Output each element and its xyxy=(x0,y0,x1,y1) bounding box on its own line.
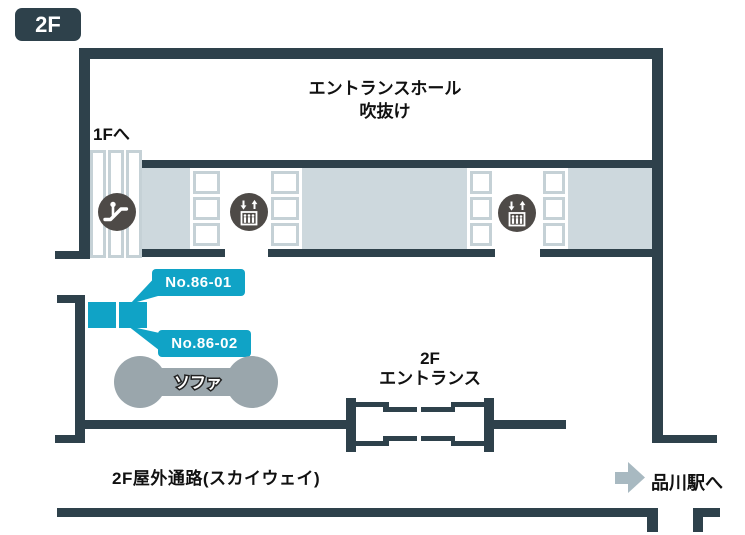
door-rail xyxy=(451,402,484,407)
skyway-label: 2F屋外通路(スカイウェイ) xyxy=(112,469,321,488)
elevator-icon xyxy=(230,193,268,231)
entrance-2f-line1: 2F xyxy=(420,349,440,368)
corridor-wall-bottom-seg xyxy=(141,249,225,257)
wall-left-upper-foot xyxy=(55,251,90,259)
marker2-tail xyxy=(128,326,164,354)
wall-right xyxy=(652,48,663,443)
wall-left-lower-foot xyxy=(55,435,83,443)
elevator-cell xyxy=(271,223,299,246)
door-post-left xyxy=(346,398,356,452)
to-shinagawa-label: 品川駅へ xyxy=(651,473,723,493)
wall-left-lower xyxy=(75,295,85,443)
elevator-cell xyxy=(543,171,565,194)
door-rail xyxy=(421,407,455,412)
wall-left-mid-stub xyxy=(57,295,85,303)
marker1-tag: No.86-01 xyxy=(152,269,245,296)
elevator-shaft xyxy=(467,168,495,249)
skyway-line-right xyxy=(693,508,720,517)
elevator-cell xyxy=(193,171,220,194)
escalator-icon xyxy=(98,193,136,231)
entrance-hall-line1: エントランスホール xyxy=(308,79,462,98)
wall-bottom-right xyxy=(494,420,566,429)
marker1-tail xyxy=(130,274,158,304)
skyway-line xyxy=(57,508,658,517)
elevator-cell xyxy=(470,171,492,194)
skyway-line-stub xyxy=(693,508,703,532)
elevator-shaft xyxy=(190,168,223,249)
marker2-tag: No.86-02 xyxy=(158,330,251,357)
arrow-right-icon xyxy=(615,462,645,493)
sofa-shape: ソファ xyxy=(114,356,278,408)
door-rail xyxy=(356,441,389,446)
door-rail xyxy=(383,407,417,412)
wall-bottom-left xyxy=(85,420,346,429)
elevator-cell xyxy=(193,223,220,246)
elevator-cell xyxy=(543,223,565,246)
elevator-cell xyxy=(470,223,492,246)
elevator-cell xyxy=(271,171,299,194)
wall-left-upper xyxy=(79,48,90,259)
door-rail xyxy=(451,441,484,446)
entrance-2f-line2: エントランス xyxy=(379,369,481,388)
entrance-2f-label: 2F エントランス xyxy=(330,349,530,389)
wall-top xyxy=(83,48,663,59)
elevator-cell xyxy=(193,197,220,220)
skyway-line-stub xyxy=(647,508,658,532)
to-1f-label: 1Fへ xyxy=(93,125,130,144)
entrance-hall-line2: 吹抜け xyxy=(359,102,411,121)
door-post-right xyxy=(484,398,494,452)
elevator-shaft xyxy=(540,168,568,249)
elevator-shaft xyxy=(268,168,302,249)
door-rail xyxy=(421,436,455,441)
corridor-wall-bottom-seg xyxy=(268,249,495,257)
door-rail xyxy=(383,436,417,441)
corridor-wall-top xyxy=(141,160,663,168)
elevator-cell xyxy=(470,197,492,220)
corridor-wall-bottom-seg xyxy=(540,249,652,257)
shop-location-square xyxy=(88,302,116,328)
shop-location-square xyxy=(119,302,147,328)
elevator-icon xyxy=(498,194,536,232)
elevator-cell xyxy=(271,197,299,220)
sofa-label: ソファ xyxy=(174,375,222,392)
elevator-cell xyxy=(543,197,565,220)
wall-right-foot xyxy=(652,435,717,443)
floor-badge: 2F xyxy=(15,8,81,41)
door-rail xyxy=(356,402,389,407)
entrance-hall-label: エントランスホール 吹抜け xyxy=(235,77,535,123)
